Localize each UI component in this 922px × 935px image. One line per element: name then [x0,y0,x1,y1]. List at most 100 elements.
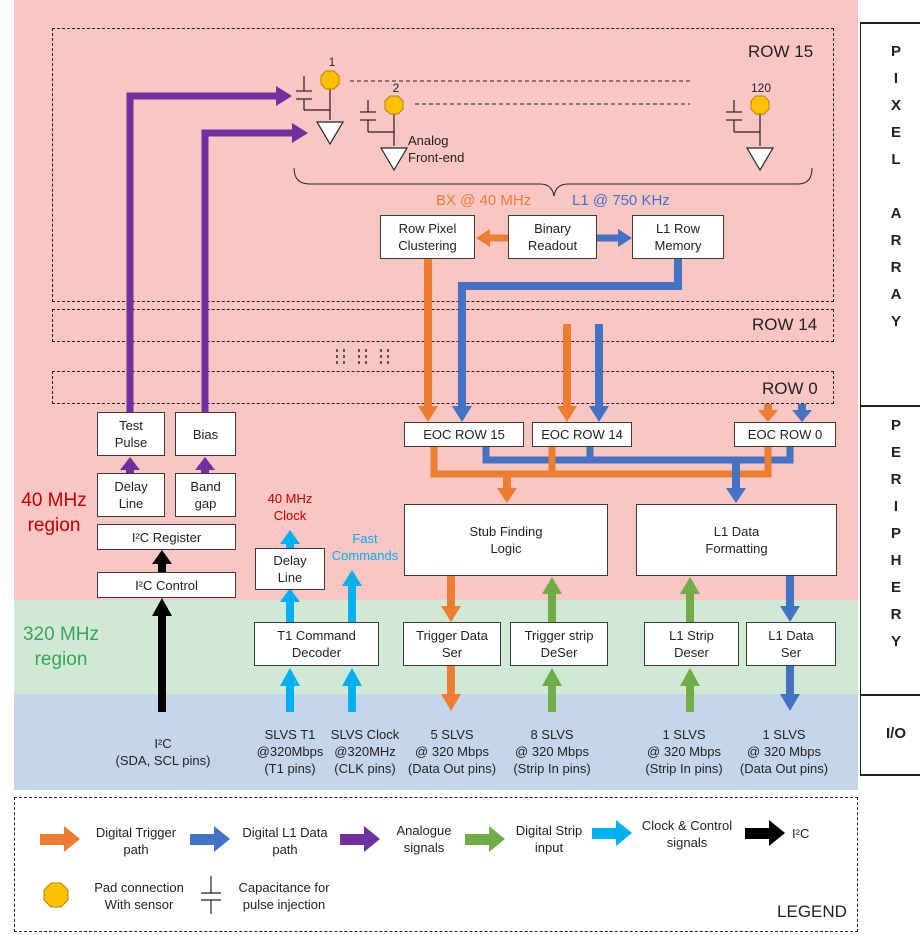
row0-frame [52,371,834,404]
arrow-eoc14-trigger [557,406,577,422]
legend-analogue-label: Analogue signals [396,823,452,855]
arrow-i2c-control-to-register [152,550,172,564]
arrow-strip-in-8 [542,668,562,686]
io-strip-in-1: 1 SLVS @ 320 Mbps (Strip In pins) [645,727,723,776]
io-data-out-5: 5 SLVS @ 320 Mbps (Data Out pins) [407,727,497,776]
region-io-bg [14,694,858,790]
arrow-to-clustering [476,229,490,247]
legend-title: LEGEND [777,902,847,921]
arrow-stub-to-trigger-ser [441,606,461,622]
l1-strip-deser: L1 Strip Deser [644,622,739,666]
clock-40mhz-label: 40 MHz Clock [267,491,313,523]
side-divider-1 [860,405,920,407]
delay-line-clock-box: Delay Line [255,548,325,590]
arrow-to-l1-formatting [726,488,746,503]
legend-l1-label: Digital L1 Data path [242,825,328,857]
arrow-trigger-ser-out [441,694,461,711]
arrow-to-l1-memory [618,229,632,247]
eoc-row-0: EOC ROW 0 [734,422,836,447]
row14-label: ROW 14 [752,315,818,334]
fast-commands-label: Fast Commands [331,531,399,563]
io-slvs-t1: SLVS T1 @320Mbps (T1 pins) [256,727,324,776]
legend-pad-label: Pad connection With sensor [94,880,184,912]
arrow-eoc0-l1 [792,410,812,422]
pad-120 [750,95,770,115]
arrow-i2c-in [152,598,172,616]
arrow-bandgap-to-bias [195,457,215,470]
l1-row-memory: L1 Row Memory [632,215,724,259]
eoc-row-14: EOC ROW 14 [532,422,632,447]
legend-cap-icon [201,876,221,914]
io-i2c: I²C (SDA, SCL pins) [115,736,211,768]
stub-finding-logic: Stub Finding Logic [404,504,608,576]
arrow-strip-in-1 [680,668,700,686]
arrow-fast-commands [342,570,362,586]
pixel-120 [726,100,775,172]
pixel-number-1: 1 [328,55,336,69]
binary-readout: Binary Readout [508,215,597,259]
trigger-strip-deser: Trigger strip DeSer [510,622,608,666]
test-pulse-path [126,92,278,412]
arrow-delay-to-testpulse [120,457,140,470]
arrow-40mhz-clock [280,530,300,544]
analog-frontend-label: Analog Front-end [408,133,465,165]
band-gap-box: Band gap [175,473,236,517]
bx-label: BX @ 40 MHz [436,192,532,209]
io-strip-in-8: 8 SLVS @ 320 Mbps (Strip In pins) [513,727,591,776]
periphery-label: P E R I P H E R Y [890,417,902,650]
pixel-array-label: P I X E L A R R A Y [890,43,902,330]
bias-box: Bias [175,412,236,456]
legend-clock-arrow [592,820,632,846]
row15-label: ROW 15 [748,42,814,61]
pad-1 [320,70,340,90]
trigger-bus [430,446,772,478]
legend-trigger-arrow [40,826,80,852]
side-divider-bottom [860,774,920,776]
i2c-control-box: I²C Control [97,572,236,598]
legend-l1-arrow [190,826,230,852]
region-320mhz-label: 320 MHz region [22,624,100,670]
arrow-eoc0-trigger [758,410,778,422]
pixel-brace [293,167,813,197]
arrow-strip-deser-to-stub [542,577,562,594]
arrow-slvs-clk-in [342,668,362,686]
l1-data-ser: L1 Data Ser [746,622,836,666]
delay-line-box: Delay Line [97,473,165,517]
arrow-l1-strip-to-formatting [680,577,700,594]
trigger-data-ser: Trigger Data Ser [403,622,501,666]
i2c-register-box: I²C Register [97,524,236,550]
side-divider-2 [860,694,920,696]
bias-path [201,129,294,412]
region-40mhz-label: 40 MHz region [21,490,87,536]
arrow-eoc15-l1 [452,406,472,422]
pixel-2 [360,100,409,172]
eoc-row-15: EOC ROW 15 [404,422,524,447]
pad-2 [384,95,404,115]
io-data-out-1: 1 SLVS @ 320 Mbps (Data Out pins) [739,727,829,776]
legend-strip-label: Digital Strip input [515,823,583,855]
pixel-number-2: 2 [392,81,400,95]
pixel-1 [296,76,345,146]
side-bracket [860,22,861,774]
legend-i2c-label: I²C [792,826,810,841]
legend-frame [14,797,858,932]
legend-trigger-label: Digital Trigger path [95,825,177,857]
row0-label: ROW 0 [762,379,818,398]
arrow-l1-ser-out [780,694,800,711]
l1-label: L1 @ 750 KHz [572,192,670,209]
legend-pad-icon [43,882,69,908]
legend-cap-label: Capacitance for pulse injection [238,880,330,912]
arrow-formatting-to-l1-ser [780,606,800,622]
test-pulse-box: Test Pulse [97,412,165,456]
legend-clock-label: Clock & Control signals [641,818,733,850]
row14-frame [52,309,834,342]
l1-data-formatting: L1 Data Formatting [636,504,837,576]
legend-analogue-arrow [340,826,380,852]
row-pixel-clustering: Row Pixel Clustering [380,215,475,259]
l1-bus [482,446,794,464]
io-label: I/O [885,725,906,742]
row15-frame [52,28,834,302]
legend-strip-arrow [465,826,505,852]
pixel-number-120: 120 [750,81,772,95]
